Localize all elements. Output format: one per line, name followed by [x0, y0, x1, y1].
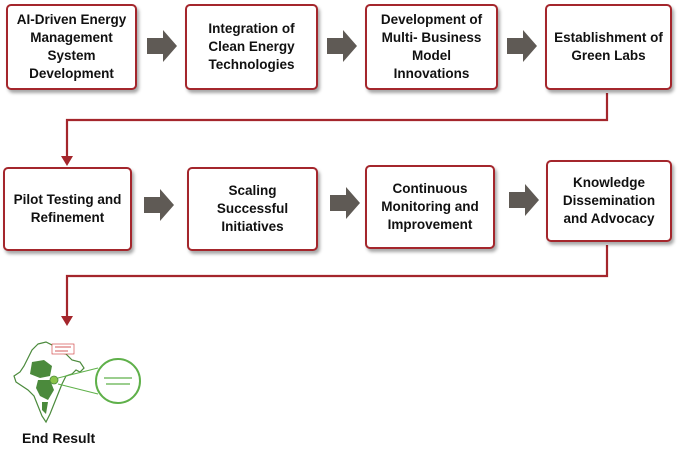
step-label-3: Development of Multi- Business Model Inn… — [380, 12, 483, 81]
connector-4-5-arrowhead — [61, 156, 73, 166]
step-box-4: Establishment of Green Labs — [545, 4, 672, 90]
step-box-5: Pilot Testing and Refinement — [3, 167, 132, 251]
flow-arrow-3-4 — [507, 30, 537, 62]
step-label-5: Pilot Testing and Refinement — [13, 192, 122, 225]
step-box-6: Scaling Successful Initiatives — [187, 167, 318, 251]
step-box-3: Development of Multi- Business Model Inn… — [365, 4, 498, 90]
step-box-7: Continuous Monitoring and Improvement — [365, 165, 495, 249]
connector-4-5 — [65, 93, 609, 158]
step-label-7: Continuous Monitoring and Improvement — [381, 181, 479, 232]
flow-arrow-2-3 — [327, 30, 357, 62]
flow-arrow-6-7 — [330, 187, 360, 219]
step-box-8: Knowledge Dissemination and Advocacy — [546, 160, 672, 242]
step-box-1: AI-Driven Energy Management System Devel… — [6, 4, 137, 90]
step-label-4: Establishment of Green Labs — [554, 30, 663, 63]
flow-arrow-7-8 — [509, 184, 539, 216]
step-label-8: Knowledge Dissemination and Advocacy — [562, 175, 656, 226]
step-label-6: Scaling Successful Initiatives — [216, 183, 289, 234]
connector-8-end-arrowhead — [61, 316, 73, 326]
connector-8-end — [65, 245, 609, 318]
end-result-illustration — [10, 340, 150, 432]
india-map-icon — [13, 341, 141, 424]
flow-arrow-1-2 — [147, 30, 177, 62]
step-label-2: Integration of Clean Energy Technologies — [208, 21, 295, 72]
end-result-label: End Result — [22, 430, 96, 446]
flow-arrow-5-6 — [144, 189, 174, 221]
step-label-1: AI-Driven Energy Management System Devel… — [16, 12, 127, 81]
step-box-2: Integration of Clean Energy Technologies — [185, 4, 318, 90]
